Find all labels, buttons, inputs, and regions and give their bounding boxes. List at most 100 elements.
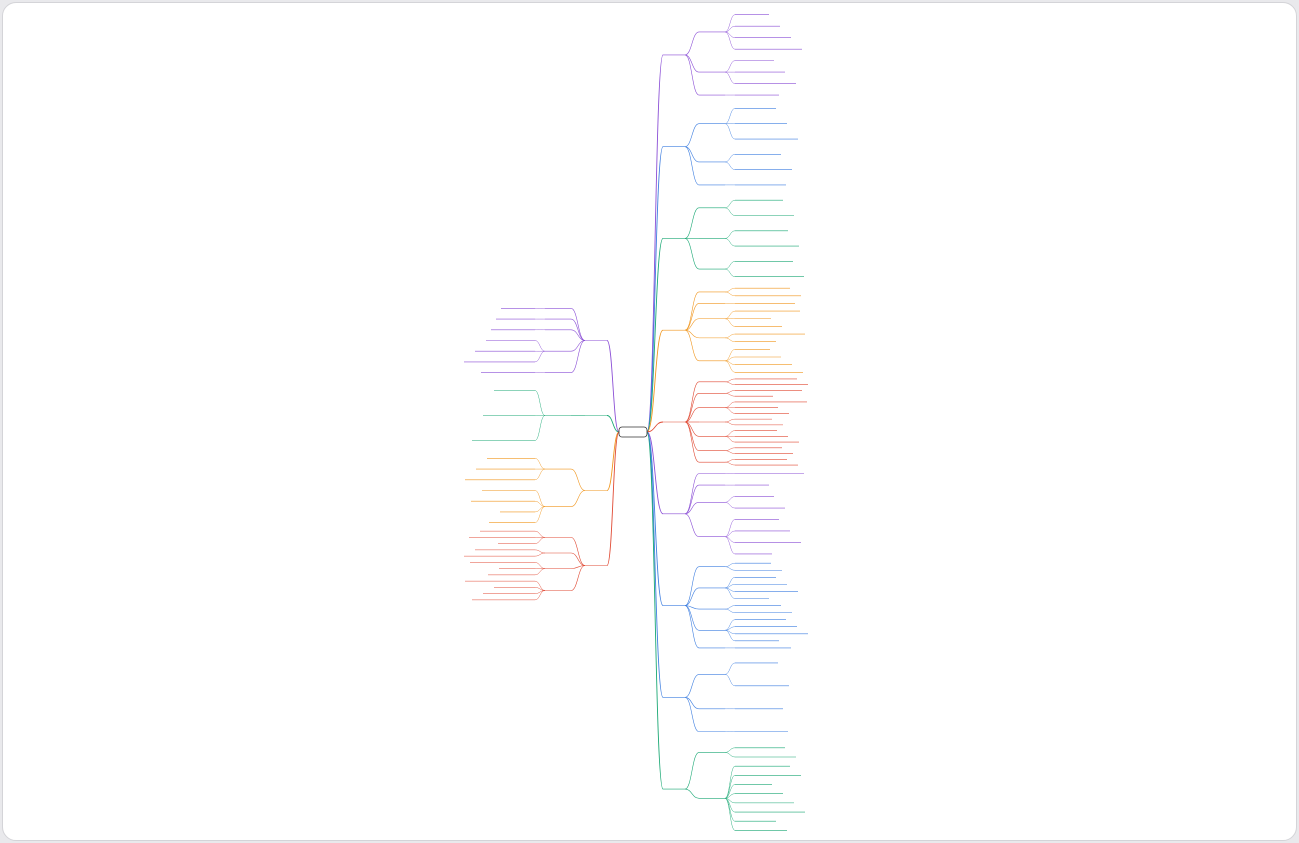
right-branch-7-topic-3-edge (684, 605, 700, 610)
right-branch-3-topic-1-item-2-edge (724, 207, 736, 216)
left-branch-4-topic-1-item-3-edge (534, 537, 546, 544)
right-branch-5-topic-4-item-2-edge (724, 421, 736, 426)
right-branch-2-topic-3-edge (684, 146, 700, 186)
right-branch-7-edge (646, 431, 664, 607)
right-branch-1-topic-1-edge (684, 31, 700, 56)
right-branch-3-edge (646, 237, 664, 433)
left-branch-2-edge (606, 415, 620, 433)
right-branch-9-topic-2-item-3-edge (724, 784, 736, 799)
right-branch-5-topic-3-edge (684, 407, 700, 423)
right-branch-3-topic-3-item-1-edge (724, 261, 736, 270)
right-branch-5-topic-7-item-2-edge (724, 461, 736, 466)
right-branch-9-topic-1-item-2-edge (724, 752, 736, 758)
right-branch-9-topic-2-item-7-edge (724, 798, 736, 822)
right-branch-5-topic-2-item-2-edge (724, 393, 736, 397)
right-branch-6-topic-4-item-4-edge (724, 536, 736, 555)
right-branch-8-topic-1-item-2-edge (724, 674, 736, 687)
right-branch-7-topic-1-item-1-edge (724, 562, 736, 567)
right-branch-9-topic-2-edge (684, 788, 700, 799)
left-branch-1-edge (606, 340, 620, 433)
right-branch-4-topic-1-item-2-edge (724, 291, 736, 297)
left-branch-3-topic-1-item-1-edge (534, 458, 546, 470)
root-node[interactable] (618, 426, 648, 438)
right-branch-4-topic-3-item-3-edge (724, 318, 736, 327)
right-branch-5-topic-1-item-2-edge (724, 381, 736, 385)
left-branch-2-topic-1-item-3-edge (534, 415, 546, 441)
right-branch-7-topic-1-item-2-edge (724, 566, 736, 571)
left-branch-1-topic-3-edge (570, 329, 586, 341)
right-branch-2-topic-1-item-1-edge (724, 108, 736, 124)
mindmap-diagram (464, 14, 808, 831)
left-branch-3-topic-2-edge (570, 490, 586, 507)
right-branch-5-topic-3-item-3-edge (724, 407, 736, 414)
left-branch-2-topic-1-item-1-edge (534, 390, 546, 416)
right-branch-4-topic-4-item-1-edge (724, 333, 736, 339)
right-branch-5-topic-5-item-1-edge (724, 430, 736, 437)
right-branch-1-topic-2-item-1-edge (724, 60, 736, 73)
left-branch-3-topic-2-item-4-edge (534, 506, 546, 523)
right-branch-5-topic-1-edge (684, 381, 700, 423)
right-branch-2-topic-2-item-2-edge (724, 161, 736, 170)
right-branch-7-topic-5-edge (684, 605, 700, 649)
right-branch-5-topic-5-item-3-edge (724, 436, 736, 443)
left-branch-4-topic-2-item-2-edge (534, 552, 546, 557)
right-branch-9-topic-2-item-8-edge (724, 798, 736, 831)
right-branch-2-topic-2-edge (684, 146, 700, 163)
right-branch-7-topic-2-edge (684, 587, 700, 606)
right-branch-5-topic-2-item-1-edge (724, 390, 736, 394)
right-branch-4-topic-4-item-2-edge (724, 337, 736, 342)
right-branch-9-topic-2-item-2-edge (724, 775, 736, 799)
right-branch-2-edge (646, 146, 664, 433)
root-node-box (618, 426, 648, 438)
right-branch-3-topic-1-edge (684, 207, 700, 239)
right-branch-5-topic-6-item-2-edge (724, 450, 736, 454)
left-branch-1-topic-2-edge (570, 318, 586, 341)
right-branch-8-topic-3-edge (684, 697, 700, 733)
right-branch-6-edge (646, 431, 664, 515)
right-branch-7-topic-1-edge (684, 566, 700, 606)
right-branch-9-topic-1-item-1-edge (724, 747, 736, 753)
right-branch-9-edge (646, 431, 664, 790)
right-branch-6-topic-2-edge (684, 484, 700, 515)
right-branch-4-edge (646, 329, 664, 433)
left-branch-4-topic-1-edge (570, 537, 586, 566)
left-branch-4-topic-4-edge (570, 565, 586, 591)
right-branch-6-topic-4-item-1-edge (724, 519, 736, 537)
left-branch-1-topic-4-item-1-edge (534, 340, 546, 352)
right-branch-3-topic-1-item-1-edge (724, 199, 736, 209)
right-branch-5-topic-6-item-1-edge (724, 447, 736, 451)
right-branch-2-topic-2-item-1-edge (724, 154, 736, 163)
right-branch-3-topic-3-item-2-edge (724, 268, 736, 277)
left-branch-4-topic-2-item-1-edge (534, 549, 546, 554)
left-branch-3-topic-2-item-2-edge (534, 500, 546, 507)
left-branch-3-topic-2-item-1-edge (534, 490, 546, 507)
right-branch-5-topic-4-item-1-edge (724, 418, 736, 423)
right-branch-9-topic-2-item-1-edge (724, 765, 736, 799)
right-branch-1-topic-1-item-2-edge (724, 25, 736, 33)
right-branch-9-topic-2-item-4-edge (724, 793, 736, 799)
right-branch-5-topic-6-edge (684, 421, 700, 451)
right-branch-4-topic-2-edge (684, 303, 700, 331)
right-branch-3-topic-3-edge (684, 238, 700, 270)
right-branch-5-topic-1-item-1-edge (724, 378, 736, 383)
left-branch-4-topic-1-item-1-edge (534, 530, 546, 538)
right-branch-8-topic-1-item-1-edge (724, 662, 736, 675)
right-branch-9-topic-1-edge (684, 752, 700, 790)
right-branch-6-topic-4-item-2-edge (724, 530, 736, 537)
right-branch-4-topic-3-edge (684, 318, 700, 331)
right-branch-6-topic-1-edge (684, 473, 700, 515)
right-branch-5-topic-7-edge (684, 421, 700, 463)
right-branch-4-topic-5-edge (684, 329, 700, 362)
right-branch-8-topic-1-edge (684, 674, 700, 698)
right-branch-1-topic-2-item-3-edge (724, 71, 736, 84)
left-branch-4-topic-3-item-1-edge (534, 562, 546, 569)
connector-layer (534, 14, 736, 831)
left-branch-4-topic-3-edge (570, 565, 586, 569)
right-branch-4-topic-5-item-1-edge (724, 349, 736, 362)
left-branch-3-topic-1-item-3-edge (534, 468, 546, 481)
right-branch-4-topic-1-item-1-edge (724, 287, 736, 293)
left-branch-4-edge (606, 431, 620, 566)
right-branch-7-topic-3-item-2-edge (724, 608, 736, 613)
right-branch-5-topic-3-item-1-edge (724, 401, 736, 408)
